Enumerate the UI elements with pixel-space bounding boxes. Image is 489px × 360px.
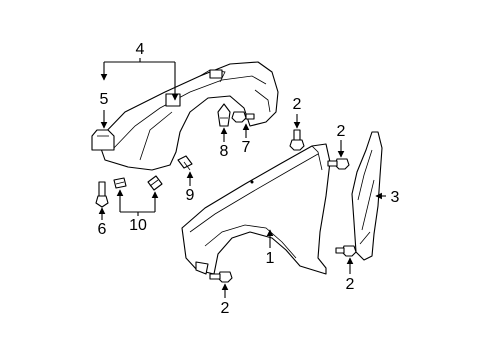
push-clip-liner — [217, 103, 231, 127]
leader-lines — [98, 58, 386, 298]
fender-seal — [351, 131, 383, 261]
callout-5: 5 — [100, 91, 109, 108]
callout-10: 10 — [129, 217, 147, 234]
bolt-liner-front — [95, 181, 109, 208]
callout-labels: 4 5 6 10 9 8 7 2 2 3 1 2 2 — [98, 41, 400, 317]
liner-clip — [91, 129, 115, 151]
callout-2-upper: 2 — [293, 96, 302, 113]
bolt-lower-rear — [335, 245, 357, 257]
callout-2-seal: 2 — [337, 123, 346, 140]
callout-3: 3 — [391, 189, 400, 206]
callout-2-lower-front: 2 — [221, 300, 230, 317]
callout-1: 1 — [266, 250, 275, 267]
bolt-upper-fender — [289, 129, 305, 151]
clip-left — [113, 177, 127, 189]
fender-liner — [97, 61, 279, 171]
bolt-lower-front — [209, 271, 233, 283]
clip-right — [147, 175, 163, 191]
screw-liner — [177, 155, 193, 171]
fender-panel — [181, 143, 331, 275]
bolt-liner — [231, 111, 255, 123]
callout-8: 8 — [220, 143, 229, 160]
callout-6: 6 — [98, 221, 107, 238]
callout-7: 7 — [242, 139, 251, 156]
callout-9: 9 — [186, 187, 195, 204]
callout-2-lower-rear: 2 — [346, 276, 355, 293]
callout-4: 4 — [136, 41, 145, 58]
bolt-seal-top — [327, 158, 350, 170]
